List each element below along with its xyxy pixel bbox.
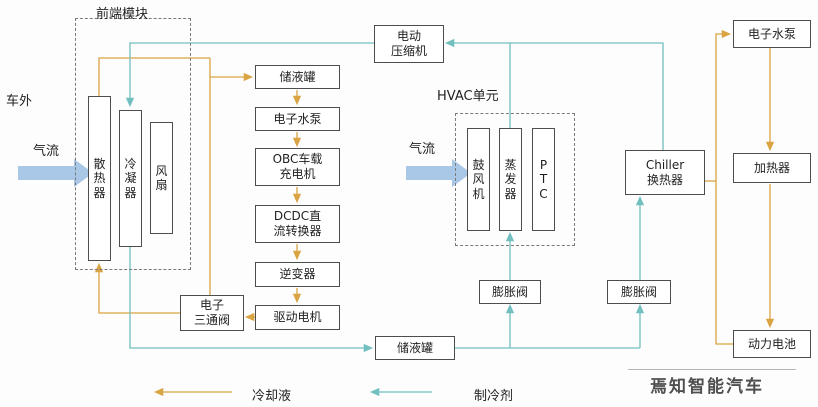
ptc-heater-box: P T C (532, 128, 555, 231)
coolant-pipe-battery-return (715, 29, 733, 345)
dcdc-converter-box: DCDC直 流转换器 (255, 205, 340, 243)
airflow-hvac-label: 气流 (409, 142, 436, 157)
condenser-box: 冷 凝 器 (119, 110, 142, 247)
expansion-valve-right-box: 膨胀阀 (607, 280, 671, 304)
expansion-valve-left-box: 膨胀阀 (479, 280, 541, 304)
airflow-left-label: 气流 (33, 144, 60, 159)
hvac-unit-label: HVAC单元 (437, 89, 499, 104)
electronic-water-pump-box: 电子水泵 (255, 107, 340, 131)
reservoir-top-box: 储液罐 (255, 65, 340, 89)
power-battery-box: 动力电池 (733, 330, 811, 358)
blower-box: 鼓 风 机 (467, 128, 490, 231)
evaporator-box: 蒸 发 器 (499, 128, 522, 231)
obc-charger-box: OBC车载 充电机 (255, 148, 340, 186)
radiator-box: 散 热 器 (88, 96, 111, 261)
reservoir-bottom-box: 储液罐 (375, 336, 455, 360)
watermark-divider (628, 369, 796, 370)
chiller-heat-exchanger-box: Chiller 换热器 (625, 150, 705, 195)
outside-label: 车外 (6, 94, 33, 109)
legend-refrigerant-label: 制冷剂 (474, 389, 514, 404)
heater-box: 加热器 (733, 153, 811, 183)
watermark-text: 焉知智能汽车 (650, 377, 764, 397)
inverter-box: 逆变器 (255, 262, 340, 287)
front-module-label: 前端模块 (96, 7, 149, 22)
three-way-valve-box: 电子 三通阀 (180, 295, 244, 331)
fan-box: 风 扇 (150, 122, 173, 234)
electric-compressor-box: 电动 压缩机 (374, 25, 444, 63)
legend-coolant-label: 冷却液 (252, 389, 292, 404)
coolant-pipe-valve-to-radiator (94, 262, 180, 314)
electronic-water-pump-right-box: 电子水泵 (733, 20, 811, 48)
drive-motor-box: 驱动电机 (255, 305, 340, 330)
